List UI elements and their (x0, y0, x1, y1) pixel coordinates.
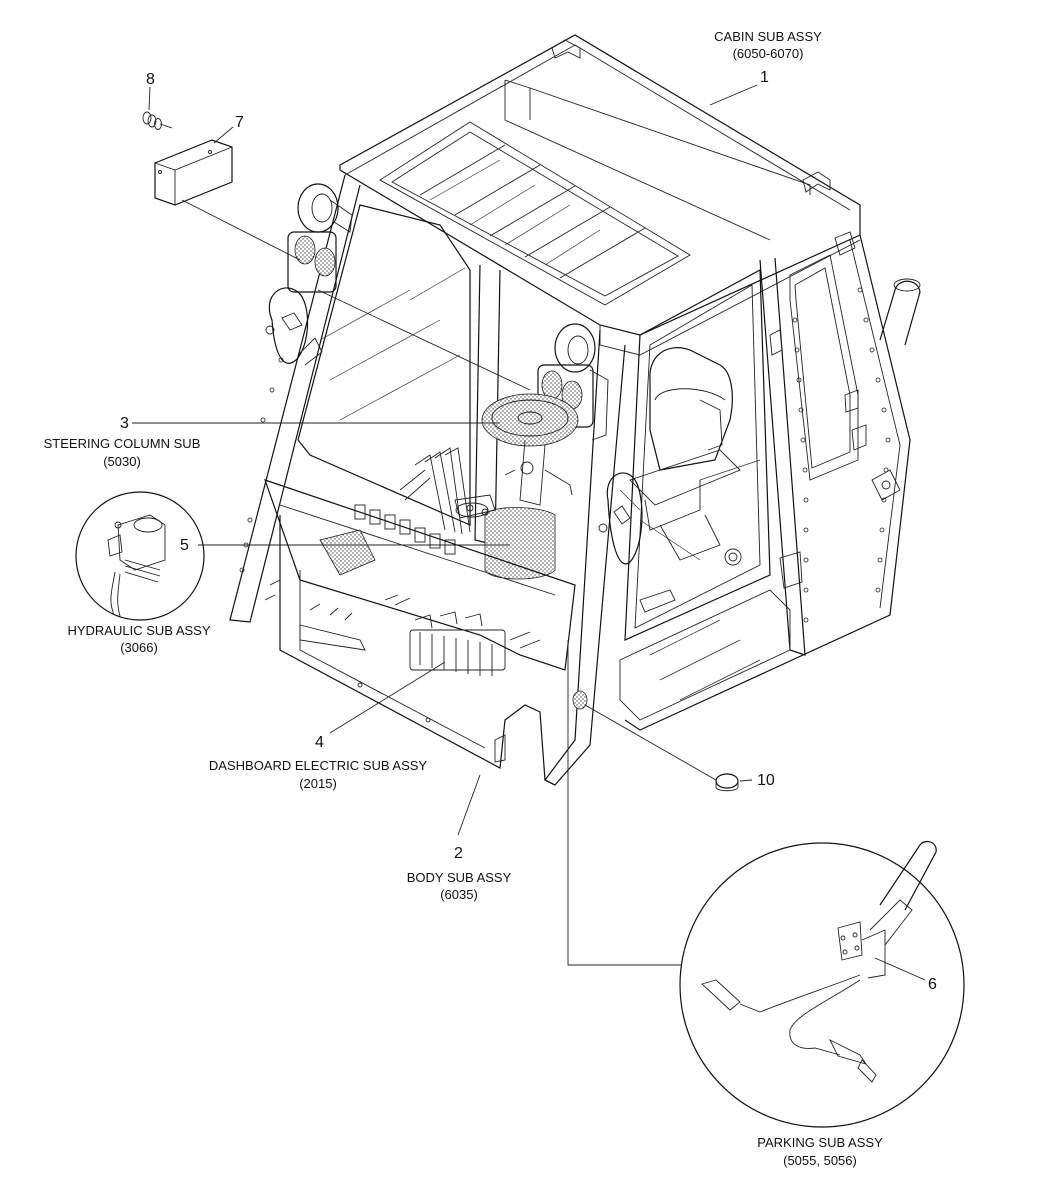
electrical-connectors (264, 579, 541, 676)
dashboard-panel (264, 447, 576, 786)
item-10-plug (572, 690, 739, 792)
cabin-sub-assy-label: CABIN SUB ASSY (714, 29, 822, 44)
hydraulic-detail-circle (75, 491, 205, 621)
operator-seat (619, 347, 761, 561)
item-8-bolt (142, 111, 173, 130)
steering-column-sub-code: (5030) (103, 454, 141, 469)
dashboard-electric-sub-assy-code: (2015) (299, 776, 337, 791)
leader-lines (132, 84, 926, 981)
parking-sub-assy-code: (5055, 5056) (783, 1153, 857, 1168)
callout-1-number: 1 (760, 69, 769, 86)
dashboard-electric-sub-assy-label: DASHBOARD ELECTRIC SUB ASSY (209, 758, 427, 773)
body-sub-assy-label: BODY SUB ASSY (407, 870, 512, 885)
callout-7-number: 7 (235, 114, 244, 131)
callout-3-number: 3 (120, 415, 129, 432)
side-mirrors (265, 287, 643, 565)
cabin-sub-assy-code: (6050-6070) (733, 46, 804, 61)
callout-labels: CABIN SUB ASSY (6050-6070) BODY SUB ASSY… (44, 29, 883, 1168)
callout-8-number: 8 (146, 71, 155, 88)
body-sub-assy-code: (6035) (440, 887, 478, 902)
callout-6-number: 6 (928, 976, 937, 993)
steering-column (454, 393, 579, 580)
steering-column-sub-label: STEERING COLUMN SUB (44, 436, 201, 451)
callout-4-number: 4 (315, 734, 324, 751)
parking-sub-assy-label: PARKING SUB ASSY (757, 1135, 883, 1150)
parking-detail-circle (679, 840, 965, 1128)
callout-numbers: 1 2 3 4 5 6 7 8 10 (120, 69, 937, 993)
callout-10-number: 10 (757, 772, 775, 789)
cabin-frame (229, 34, 921, 786)
hydraulic-sub-assy-label: HYDRAULIC SUB ASSY (67, 623, 210, 638)
rivet-holes (239, 287, 891, 623)
callout-5-number: 5 (180, 537, 189, 554)
switch-bank-top (354, 504, 456, 555)
hydraulic-sub-assy-code: (3066) (120, 640, 158, 655)
item-7-cover-box (154, 139, 233, 206)
callout-2-number: 2 (454, 845, 463, 862)
